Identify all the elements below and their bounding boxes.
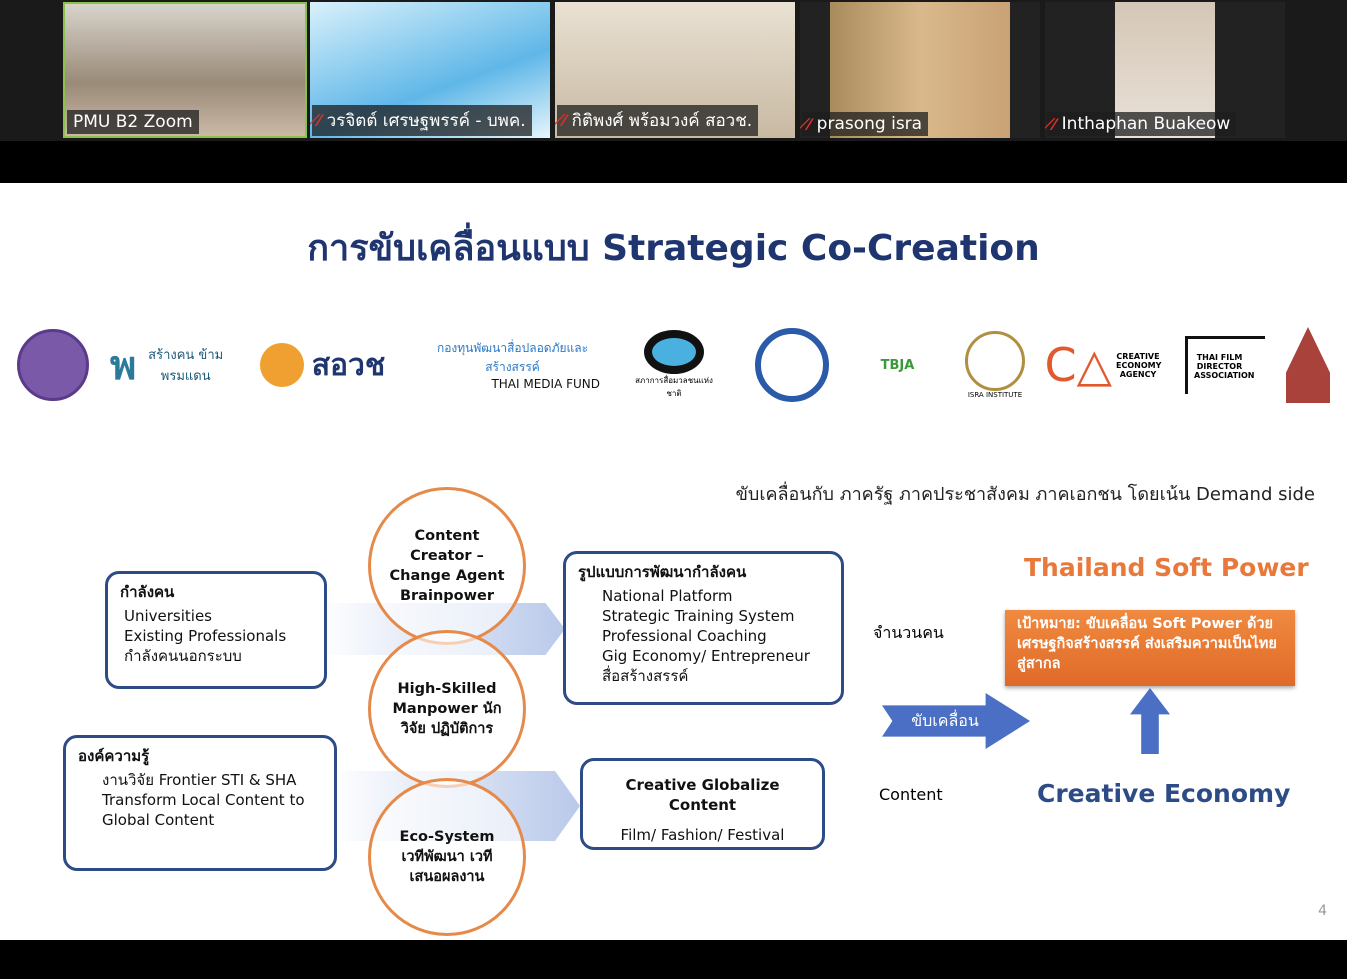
creative-economy-heading: Creative Economy: [1037, 779, 1291, 808]
logo-tbja: TBJA: [880, 357, 915, 373]
video-tile[interactable]: ⁄̸prasong isra: [800, 2, 1040, 138]
participant-strip: PMU B2 Zoom ⁄̸วรจิตต์ เศรษฐพรรค์ - บพค. …: [0, 0, 1347, 141]
video-tile[interactable]: ⁄̸Inthaphan Buakeow: [1045, 2, 1285, 138]
eco-system-circle: Eco-System เวทีพัฒนา เวทีเสนอผลงาน: [368, 778, 526, 936]
mic-muted-icon: ⁄̸: [808, 114, 811, 134]
participant-name: prasong isra: [816, 114, 923, 134]
video-tile[interactable]: ⁄̸ วรจิตต์ เศรษฐพรรค์ - บพค.: [310, 2, 550, 138]
video-tile[interactable]: ⁄̸ กิติพงศ์ พร้อมวงค์ สอวช.: [555, 2, 795, 138]
logo-journalist-association: [752, 320, 832, 410]
slide-subtitle: ขับเคลื่อนกับ ภาครัฐ ภาคประชาสังคม ภาคเอ…: [735, 484, 1315, 505]
logo-emblem: [16, 320, 90, 410]
people-label: จำนวนคน: [873, 623, 944, 642]
globalize-box: Creative Globalize Content Film/ Fashion…: [580, 758, 825, 850]
logo-thai-film-director: THAI FILM DIRECTOR ASSOCIATION: [1180, 320, 1270, 410]
logo-university: [1283, 320, 1333, 410]
participant-name: PMU B2 Zoom: [73, 112, 193, 132]
logo-cea: C△CREATIVE ECONOMY AGENCY: [1044, 338, 1162, 392]
slide-title: การขับเคลื่อนแบบ Strategic Co-Creation: [307, 228, 1040, 269]
page-number: 4: [1318, 903, 1327, 919]
goal-box: เป้าหมาย: ขับเคลื่อน Soft Power ด้วยเศรษ…: [1005, 610, 1295, 686]
content-creator-circle: Content Creator – Change Agent Brainpowe…: [368, 487, 526, 645]
logo-press-council: สภาการสื่อมวลชนแห่งชาติ: [628, 320, 720, 410]
mic-muted-icon: ⁄̸: [563, 111, 566, 130]
soft-power-heading: Thailand Soft Power: [1024, 553, 1309, 582]
drive-arrow: ขับเคลื่อน: [882, 693, 1030, 749]
participant-name: Inthaphan Buakeow: [1061, 114, 1231, 134]
video-tile[interactable]: PMU B2 Zoom: [63, 2, 307, 138]
content-label: Content: [879, 785, 943, 804]
high-skilled-circle: High-Skilled Manpower นักวิจัย ปฏิบัติกา…: [368, 630, 526, 788]
logo-thai-media-fund: กองทุนพัฒนาสื่อปลอดภัยและสร้างสรรค์THAI …: [436, 341, 600, 391]
participant-name: วรจิตต์ เศรษฐพรรค์ - บพค.: [326, 111, 526, 131]
shared-slide: การขับเคลื่อนแบบ Strategic Co-Creation พ…: [0, 183, 1347, 940]
logo-nxpo: สอวช: [245, 320, 400, 410]
mic-muted-icon: ⁄̸: [318, 111, 321, 130]
participant-name: กิติพงศ์ พร้อมวงค์ สอวช.: [571, 111, 753, 131]
logo-isra: ISRA INSTITUTE: [960, 320, 1030, 410]
logo-pmu: พสร้างคน ข้ามพรมแดน: [110, 343, 224, 389]
up-arrow: [1130, 688, 1170, 754]
mic-muted-icon: ⁄̸: [1053, 114, 1056, 134]
